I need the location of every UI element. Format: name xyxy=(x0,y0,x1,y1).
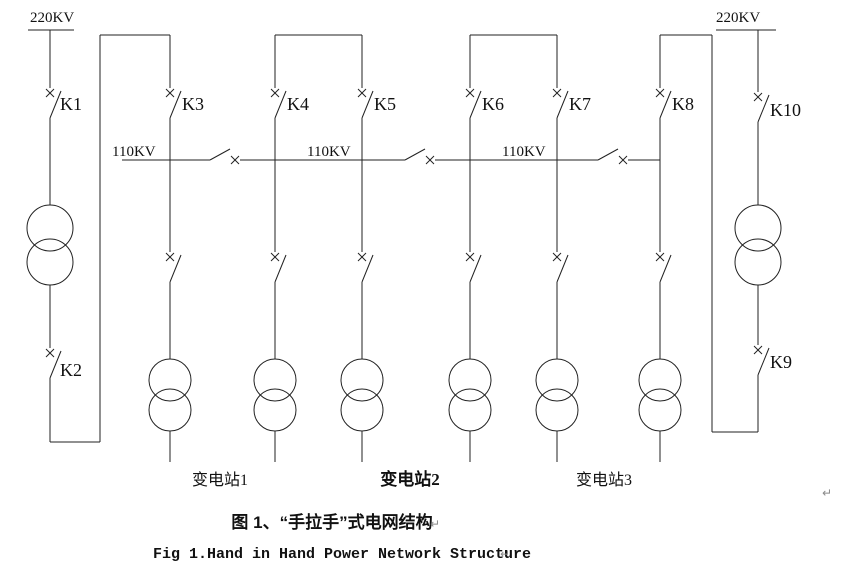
switch-k9-symbol xyxy=(753,345,770,376)
label-k9: K9 xyxy=(770,352,792,372)
label-k3: K3 xyxy=(182,94,204,114)
switch-k6-symbol xyxy=(465,88,482,119)
transformer-right-icon xyxy=(734,204,782,286)
bus-tie-switch-2-symbol xyxy=(404,148,435,165)
feeder5-switch-symbol xyxy=(552,252,569,283)
feeder2-switch-symbol xyxy=(270,252,287,283)
label-k5: K5 xyxy=(374,94,396,114)
substation-1-label: 变电站1 xyxy=(192,471,248,489)
figure-caption-zh: 图 1、“手拉手”式电网结构 xyxy=(231,512,432,532)
feeder-k4 xyxy=(253,35,297,462)
right-source-branch xyxy=(711,29,782,433)
feeder-k7 xyxy=(535,35,579,462)
label-k8: K8 xyxy=(672,94,694,114)
label-k2: K2 xyxy=(60,360,82,380)
feeder-k5 xyxy=(340,35,384,462)
feeder-k3 xyxy=(148,35,192,462)
bus-tie-switch-3-symbol xyxy=(597,148,628,165)
switch-k10-symbol xyxy=(753,92,770,123)
feeder4-switch-symbol xyxy=(465,252,482,283)
bus-tie-switch-1-symbol xyxy=(209,148,240,165)
feeder-k8 xyxy=(638,35,682,462)
label-k1: K1 xyxy=(60,94,82,114)
substation-3-label: 变电站3 xyxy=(576,471,632,489)
substation-transformer-5-icon xyxy=(535,358,579,432)
paragraph-mark-1: ↵ xyxy=(430,517,440,531)
switch-k1-symbol xyxy=(45,88,62,119)
label-k10: K10 xyxy=(770,100,801,120)
substation-transformer-3-icon xyxy=(340,358,384,432)
label-110kv-3: 110KV xyxy=(502,144,546,160)
paragraph-mark-2: ↵ xyxy=(500,547,510,561)
substation-transformer-2-icon xyxy=(253,358,297,432)
substation-transformer-4-icon xyxy=(448,358,492,432)
label-k4: K4 xyxy=(287,94,309,114)
switch-k4-symbol xyxy=(270,88,287,119)
switch-k7-symbol xyxy=(552,88,569,119)
label-220kv-right: 220KV xyxy=(716,10,760,26)
label-110kv-2: 110KV xyxy=(307,144,351,160)
switch-k5-symbol xyxy=(357,88,374,119)
transformer-left-icon xyxy=(26,204,74,286)
left-source-branch xyxy=(26,29,101,443)
feeder-k6 xyxy=(448,35,492,462)
figure-caption-en: Fig 1.Hand in Hand Power Network Structu… xyxy=(153,546,531,563)
label-k7: K7 xyxy=(569,94,591,114)
feeder6-switch-symbol xyxy=(655,252,672,283)
label-110kv-1: 110KV xyxy=(112,144,156,160)
label-220kv-left: 220KV xyxy=(30,10,74,26)
switch-k3-symbol xyxy=(165,88,182,119)
substation-transformer-1-icon xyxy=(148,358,192,432)
feeder1-switch-symbol xyxy=(165,252,182,283)
feeder3-switch-symbol xyxy=(357,252,374,283)
paragraph-mark-3: ↵ xyxy=(822,486,832,500)
label-k6: K6 xyxy=(482,94,504,114)
substation-transformer-6-icon xyxy=(638,358,682,432)
switch-k2-symbol xyxy=(45,348,62,379)
bus-110kv xyxy=(122,148,660,165)
substation-2-label: 变电站2 xyxy=(380,469,440,489)
switch-k8-symbol xyxy=(655,88,672,119)
labels: 220KV 220KV K1 K2 K3 K4 K5 K6 K7 K8 K10 … xyxy=(30,10,832,563)
